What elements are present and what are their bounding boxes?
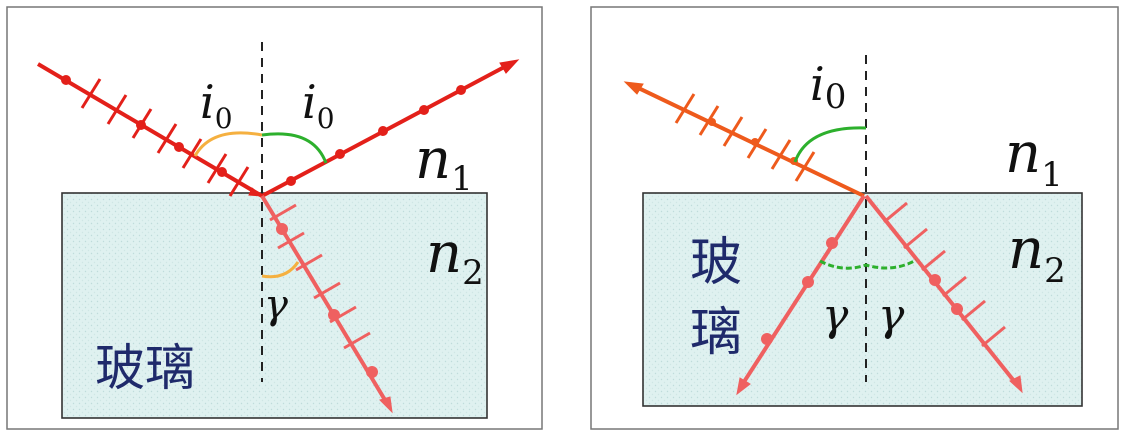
left-incident-dots	[61, 75, 227, 177]
left-medium-n1: n1	[415, 127, 473, 199]
right-incidence-arc	[793, 126, 867, 163]
left-reflected-ray	[261, 59, 520, 198]
right-angle-i: i0	[810, 57, 846, 117]
left-incident-ray	[36, 62, 264, 198]
left-refraction-arc	[261, 261, 300, 279]
left-medium-n2: n2	[426, 221, 484, 293]
right-gamma-right: γ	[878, 290, 905, 341]
right-panel: i0 n1 n2 γ γ 玻 璃	[590, 6, 1119, 430]
left-refracted-dots	[276, 223, 378, 378]
right-refracted-right-ticks	[883, 201, 1006, 348]
left-glass-label: 玻璃	[95, 339, 195, 397]
right-refraction-arc	[819, 258, 917, 270]
right-refracted-right	[864, 194, 1023, 394]
right-glass-label-line2: 璃	[690, 303, 742, 363]
left-reflection-arc	[261, 132, 328, 164]
right-glass-label-line1: 玻	[690, 233, 742, 293]
left-reflected-dots	[286, 85, 466, 186]
right-refracted-left-dots	[761, 237, 838, 345]
right-refracted-left	[736, 194, 866, 396]
left-glass-block	[61, 192, 488, 419]
right-glass-block	[642, 192, 1083, 407]
left-incidence-arc	[193, 131, 263, 157]
right-medium-n2: n2	[1008, 217, 1066, 291]
left-angle-i-right: i0	[302, 75, 335, 135]
right-medium-n1: n1	[1005, 121, 1063, 195]
right-refracted-right-dots	[929, 274, 963, 315]
left-refraction-gamma: γ	[264, 282, 288, 328]
right-gamma-left: γ	[822, 290, 849, 341]
left-panel: i0 i0 n1 n2 γ 玻璃	[6, 6, 543, 430]
left-angle-i-left: i0	[200, 75, 233, 135]
left-refracted-ray	[260, 194, 393, 414]
right-reflected-ray	[623, 81, 865, 198]
